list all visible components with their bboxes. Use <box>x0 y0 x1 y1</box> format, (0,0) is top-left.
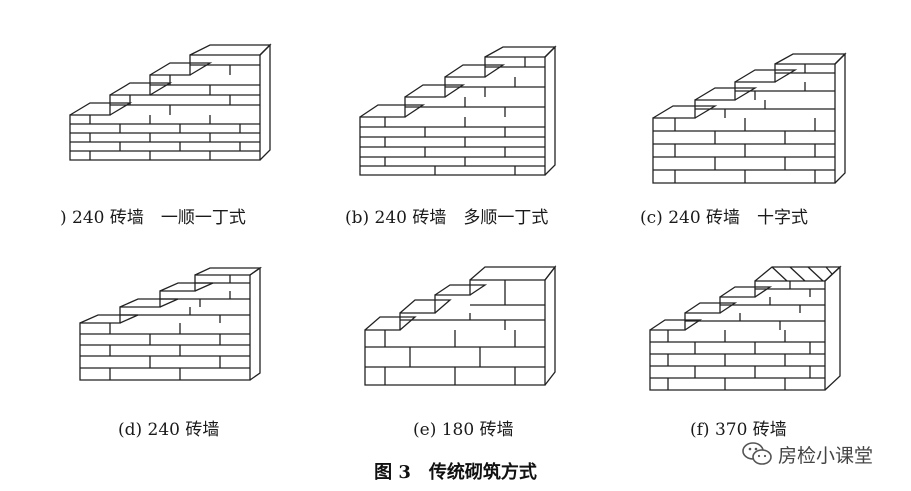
wechat-icon <box>742 442 772 465</box>
caption-d: (d) 240 砖墙 <box>118 420 220 440</box>
wall-diagram-d <box>79 266 263 381</box>
watermark: 房检小课堂 <box>742 439 892 469</box>
wall-diagram-b <box>359 45 557 176</box>
wall-diagram-c <box>652 52 847 184</box>
caption-f: (f) 370 砖墙 <box>690 420 787 440</box>
caption-e: (e) 180 砖墙 <box>413 420 514 440</box>
figure-title: 图 3 传统砌筑方式 <box>374 462 537 483</box>
wall-diagram-f <box>649 265 842 391</box>
wall-diagram-e <box>364 265 557 386</box>
caption-c: (c) 240 砖墙 十字式 <box>640 208 809 228</box>
watermark-text: 房检小课堂 <box>778 444 874 467</box>
caption-b: (b) 240 砖墙 多顺一丁式 <box>345 208 549 228</box>
wall-diagram-a <box>69 43 272 161</box>
caption-a: ) 240 砖墙 一顺一丁式 <box>60 208 246 228</box>
